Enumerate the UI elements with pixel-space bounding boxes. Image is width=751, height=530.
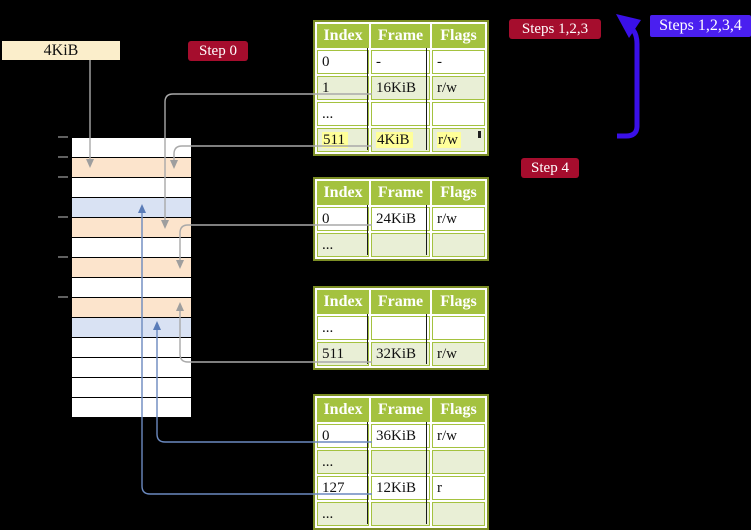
- table-cell: [432, 450, 485, 474]
- steps1234-badge: Steps 1,2,3,4: [650, 15, 751, 37]
- steps-flow-arrow-head: [616, 14, 641, 38]
- table-cell: [432, 502, 485, 526]
- table-cell: [371, 233, 430, 257]
- table-cell: 0: [317, 424, 369, 448]
- table-cell: [432, 233, 485, 257]
- table-cell: r/w: [432, 424, 485, 448]
- physical-memory-column: [71, 137, 192, 418]
- table-cell: [371, 102, 430, 126]
- table-row: ...: [317, 502, 485, 526]
- column-separator-line: [426, 48, 427, 150]
- column-header-frame: Frame: [371, 290, 430, 314]
- steps123-badge: Steps 1,2,3: [509, 19, 601, 39]
- memory-row-3-white: [72, 178, 191, 198]
- column-header-frame: Frame: [371, 181, 430, 205]
- table-cell: ...: [317, 233, 369, 257]
- table-cell: 1: [317, 76, 369, 100]
- memory-row-7-peach: [72, 258, 191, 278]
- memory-row-11-white: [72, 338, 191, 358]
- highlighted-value: 4KiB: [376, 131, 413, 148]
- table-row: ...: [317, 450, 485, 474]
- table-cell: 0: [317, 207, 369, 231]
- steps-flow-arrow: [617, 24, 640, 139]
- table-cell: 36KiB: [371, 424, 430, 448]
- memory-row-12-white: [72, 358, 191, 378]
- table-cell: [371, 316, 430, 340]
- table-cell: ...: [317, 450, 369, 474]
- table-cell: 24KiB: [371, 207, 430, 231]
- memory-row-13-white: [72, 378, 191, 398]
- column-header-index: Index: [317, 398, 369, 422]
- step4-badge: Step 4: [521, 158, 579, 178]
- column-header-flags: Flags: [432, 398, 485, 422]
- memory-row-10-blue: [72, 318, 191, 338]
- memory-row-6-white: [72, 238, 191, 258]
- highlighted-value: r/w: [437, 131, 461, 148]
- column-separator-line: [426, 205, 427, 255]
- table-cell: -: [432, 50, 485, 74]
- column-separator-line: [367, 422, 368, 524]
- table-cell: 511: [317, 128, 369, 152]
- table-cell: 0: [317, 50, 369, 74]
- column-separator-line: [367, 205, 368, 255]
- table-row: ...: [317, 316, 485, 340]
- highlighted-value: 511: [322, 131, 348, 148]
- column-header-flags: Flags: [432, 24, 485, 48]
- table-cell: ...: [317, 502, 369, 526]
- table-cell: 12KiB: [371, 476, 430, 500]
- table-row: 511 4KiB r/w: [317, 128, 485, 152]
- column-separator-line: [367, 314, 368, 364]
- table-row: ...: [317, 233, 485, 257]
- table-cell: 32KiB: [371, 342, 430, 366]
- table-cell: 127: [317, 476, 369, 500]
- table-cell: 4KiB: [371, 128, 430, 152]
- column-header-flags: Flags: [432, 290, 485, 314]
- memory-row-4-blue: [72, 198, 191, 218]
- step0-badge: Step 0: [188, 41, 248, 61]
- table-cell: r/w: [432, 207, 485, 231]
- memory-row-8-white: [72, 278, 191, 298]
- column-header-frame: Frame: [371, 398, 430, 422]
- table1-edge-dash: [478, 131, 481, 138]
- table-cell: [371, 502, 430, 526]
- column-header-index: Index: [317, 181, 369, 205]
- column-separator-line: [426, 314, 427, 364]
- table-cell: r/w: [432, 128, 485, 152]
- table-cell: ...: [317, 102, 369, 126]
- table-row: 0--: [317, 50, 485, 74]
- table-cell: r: [432, 476, 485, 500]
- column-separator-line: [426, 422, 427, 524]
- table-cell: 511: [317, 342, 369, 366]
- memory-row-2-peach: [72, 158, 191, 178]
- table-row: ...: [317, 102, 485, 126]
- table-cell: r/w: [432, 76, 485, 100]
- column-header-index: Index: [317, 24, 369, 48]
- table-cell: [432, 102, 485, 126]
- table-cell: r/w: [432, 342, 485, 366]
- memory-row-1-white: [72, 138, 191, 158]
- table-cell: -: [371, 50, 430, 74]
- table-cell: ...: [317, 316, 369, 340]
- column-separator-line: [367, 48, 368, 150]
- column-header-frame: Frame: [371, 24, 430, 48]
- table-cell: [432, 316, 485, 340]
- page-size-label: 4KiB: [2, 41, 120, 60]
- table-cell: 16KiB: [371, 76, 430, 100]
- memory-row-9-peach: [72, 298, 191, 318]
- column-header-flags: Flags: [432, 181, 485, 205]
- memory-row-14-white: [72, 398, 191, 417]
- memory-row-5-peach: [72, 218, 191, 238]
- column-header-index: Index: [317, 290, 369, 314]
- table-cell: [371, 450, 430, 474]
